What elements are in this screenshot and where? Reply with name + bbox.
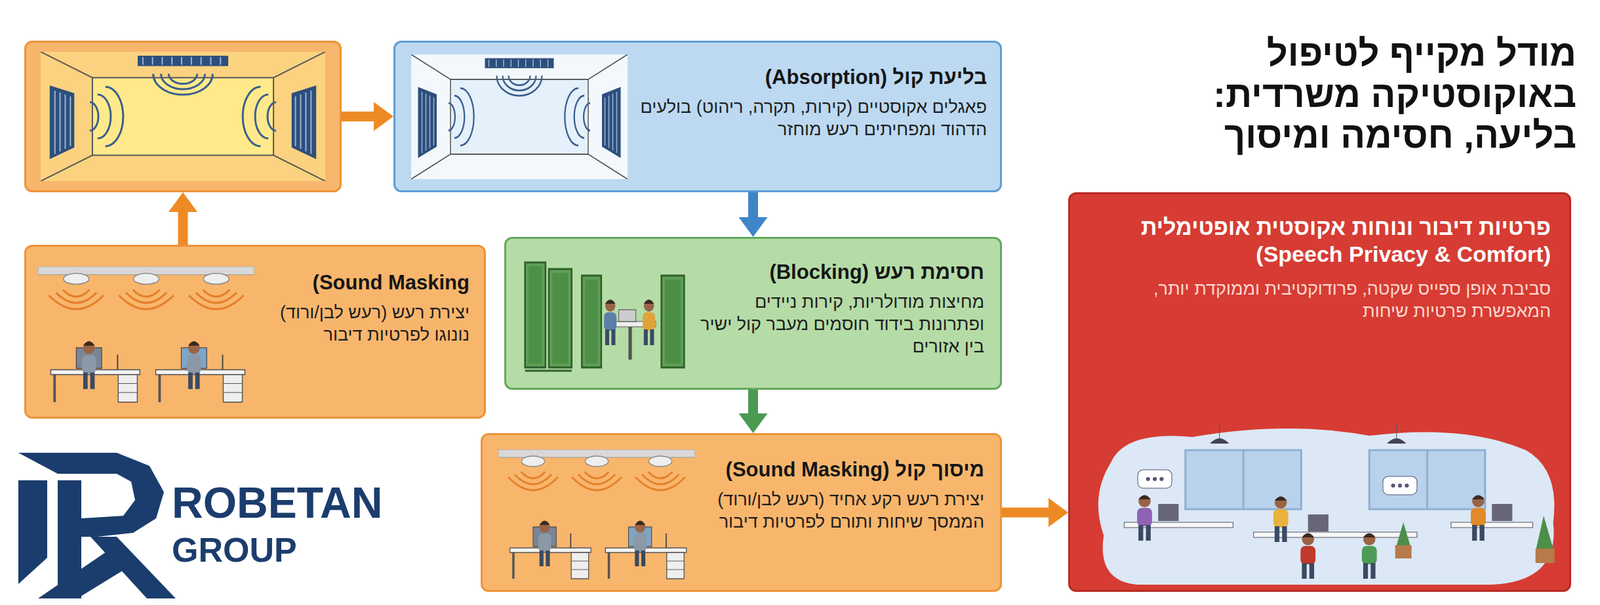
process-box: פרטיות דיבור ונוחות אקוסטית אופטימלית (S…	[1068, 192, 1572, 592]
arrow-head	[1048, 497, 1069, 527]
box-heading: מיסוך קול (Sound Masking)	[695, 457, 985, 483]
text-block: מיסוך קול (Sound Masking) יצירת רעש רקע א…	[695, 457, 985, 533]
box-body: פאגלים אקוסטיים (קירות, תקרה, ריהוט) בול…	[632, 95, 987, 141]
arrow-shaft	[341, 111, 374, 122]
arrow-head	[168, 192, 198, 212]
arrow-head	[739, 217, 768, 237]
illustration	[40, 51, 326, 181]
illustration	[38, 266, 255, 404]
flow-arrow	[1001, 497, 1069, 527]
text-block: חסימת רעש (Blocking) מחיצות מודולריות, קי…	[695, 259, 985, 359]
arrow-shaft	[178, 211, 189, 245]
flow-arrow	[739, 192, 768, 237]
box-body: סביבת אופן ספייס שקטה, פרודוקטיבית וממוק…	[1085, 277, 1551, 323]
process-box	[24, 40, 342, 193]
process-box: בליעת קול (Absorption) פאגלים אקוסטיים (ק…	[393, 40, 1002, 193]
box-heading: (Sound Masking	[253, 270, 470, 296]
arrow-shaft	[748, 389, 759, 414]
illustration	[1083, 423, 1560, 588]
process-box: (Sound Masking יצירת רעש (רעש לבן/ורוד) נ…	[24, 244, 486, 419]
arrow-head	[739, 413, 768, 433]
flow-arrow	[341, 102, 394, 132]
process-box: מיסוך קול (Sound Masking) יצירת רעש רקע א…	[480, 432, 1002, 592]
text-block: (Sound Masking יצירת רעש (רעש לבן/ורוד) נ…	[253, 270, 470, 346]
box-heading: בליעת קול (Absorption)	[632, 64, 987, 91]
arrow-shaft	[1001, 507, 1049, 518]
illustration	[519, 249, 690, 381]
box-body: מחיצות מודולריות, קירות ניידים ופתרונות …	[695, 290, 985, 359]
box-heading: חסימת רעש (Blocking)	[695, 259, 985, 286]
box-body: יצירת רעש רקע אחיד (רעש לבן/ורוד) הממסך …	[695, 487, 985, 534]
arrow-shaft	[748, 192, 759, 218]
box-body: יצירת רעש (רעש לבן/ורוד) נונוגו לפרטיות …	[253, 300, 470, 347]
illustration	[498, 449, 696, 581]
flow-arrow	[739, 389, 768, 433]
illustration	[411, 54, 628, 180]
arrow-head	[373, 102, 394, 132]
text-block: בליעת קול (Absorption) פאגלים אקוסטיים (ק…	[632, 64, 987, 141]
logo-text: GROUP	[171, 529, 298, 570]
text-block: פרטיות דיבור ונוחות אקוסטית אופטימלית (S…	[1085, 213, 1551, 323]
box-heading: פרטיות דיבור ונוחות אקוסטית אופטימלית (S…	[1085, 213, 1551, 269]
flow-arrow	[168, 192, 198, 245]
diagram-title: מודל מקייף לטיפול באוקוסטיקה משרדית: בלי…	[1209, 32, 1577, 157]
logo-mark	[18, 452, 176, 599]
logo-text: ROBETAN	[171, 477, 383, 528]
process-box: חסימת רעש (Blocking) מחיצות מודולריות, קי…	[504, 236, 1002, 390]
